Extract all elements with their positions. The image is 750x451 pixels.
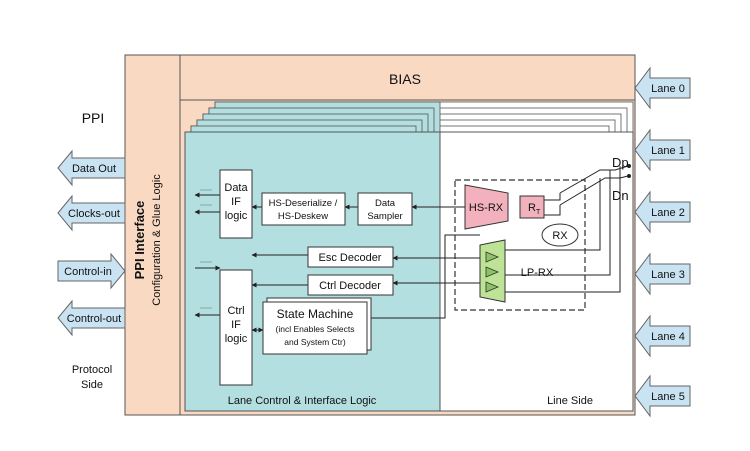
dp-pin xyxy=(627,164,631,168)
data-sampler-block xyxy=(357,192,413,226)
lane-arrows: Lane 0 Lane 1 Lane 2 Lane 3 Lane 4 Lane … xyxy=(634,66,691,418)
rt-label: RT xyxy=(528,202,541,216)
rx-label: RX xyxy=(552,230,568,242)
hs-deserialize-line2: HS-Deskew xyxy=(278,211,328,222)
lane-1-arrow: Lane 1 xyxy=(634,128,691,172)
lane-5-label: Lane 5 xyxy=(651,391,685,403)
control-out-label: Control-out xyxy=(67,313,121,325)
dn-label: Dn xyxy=(612,188,629,203)
data-out-arrow: Data Out xyxy=(57,149,126,187)
protocol-side-line2: Side xyxy=(81,379,103,391)
lane-0-arrow: Lane 0 xyxy=(634,66,691,110)
analog-frontend-box xyxy=(454,179,586,311)
rt-termination-block xyxy=(519,195,545,219)
lane-2-label: Lane 2 xyxy=(651,207,685,219)
data-if-line1: Data xyxy=(224,182,248,194)
control-in-arrow: Control-in xyxy=(57,252,126,290)
ctrl-decoder-block xyxy=(307,274,394,296)
ctrl-if-line2: IF xyxy=(231,319,241,331)
dn-pin xyxy=(627,174,631,178)
lane-3-label: Lane 3 xyxy=(651,269,685,281)
ctrl-decoder-label: Ctrl Decoder xyxy=(319,280,381,292)
clocks-out-label: Clocks-out xyxy=(68,208,120,220)
lane-3-arrow: Lane 3 xyxy=(634,252,691,296)
esc-decoder-label: Esc Decoder xyxy=(319,252,382,264)
lane-2-arrow: Lane 2 xyxy=(634,190,691,234)
state-machine-title: State Machine xyxy=(277,307,354,321)
bias-bar xyxy=(179,54,636,101)
lane-1-label: Lane 1 xyxy=(651,145,685,157)
control-out-arrow: Control-out xyxy=(57,299,126,337)
lane-4-label: Lane 4 xyxy=(651,331,685,343)
data-sampler-line2: Sampler xyxy=(367,211,402,222)
data-if-line3: logic xyxy=(225,210,248,222)
ppi-heading: PPI xyxy=(82,110,105,126)
state-machine-sub2: and System Ctr) xyxy=(284,337,346,347)
hs-rx-label: HS-RX xyxy=(469,202,504,214)
data-if-logic-block xyxy=(219,169,253,239)
protocol-side-line1: Protocol xyxy=(72,364,112,376)
lp-rx-small-amps xyxy=(485,251,500,293)
lane-4-arrow: Lane 4 xyxy=(634,314,691,358)
lp-rx-label: LP-RX xyxy=(521,267,554,279)
lane-0-label: Lane 0 xyxy=(651,83,685,95)
lane-control-label: Lane Control & Interface Logic xyxy=(228,395,377,407)
stacked-wire-shadows xyxy=(200,189,212,309)
hs-deserialize-line1: HS-Deserialize / xyxy=(269,198,338,209)
hs-rx-amplifier xyxy=(464,184,509,230)
bias-label: BIAS xyxy=(389,71,421,87)
dp-label: Dp xyxy=(612,155,629,170)
ppi-interface-label: PPI Interface Configuration & Glue Logic xyxy=(132,174,163,306)
ctrl-if-line3: logic xyxy=(225,333,248,345)
ppi-interface-title: PPI Interface xyxy=(132,201,147,280)
ppi-interface-subtitle: Configuration & Glue Logic xyxy=(151,174,163,306)
control-in-label: Control-in xyxy=(64,266,112,278)
rx-oval xyxy=(541,223,579,247)
ctrl-if-logic-block xyxy=(219,269,253,386)
hs-deserialize-block xyxy=(261,192,346,226)
state-machine-block xyxy=(262,301,368,355)
state-machine-sub1: (incl Enables Selects xyxy=(276,324,355,334)
data-if-line2: IF xyxy=(231,196,241,208)
signal-wires xyxy=(194,165,629,333)
lane-5-arrow: Lane 5 xyxy=(634,374,691,418)
data-out-label: Data Out xyxy=(72,163,116,175)
ctrl-if-line1: Ctrl xyxy=(227,305,244,317)
clocks-out-arrow: Clocks-out xyxy=(57,194,126,232)
esc-decoder-block xyxy=(307,246,394,268)
data-sampler-line1: Data xyxy=(375,198,396,209)
line-side-label: Line Side xyxy=(547,395,593,407)
